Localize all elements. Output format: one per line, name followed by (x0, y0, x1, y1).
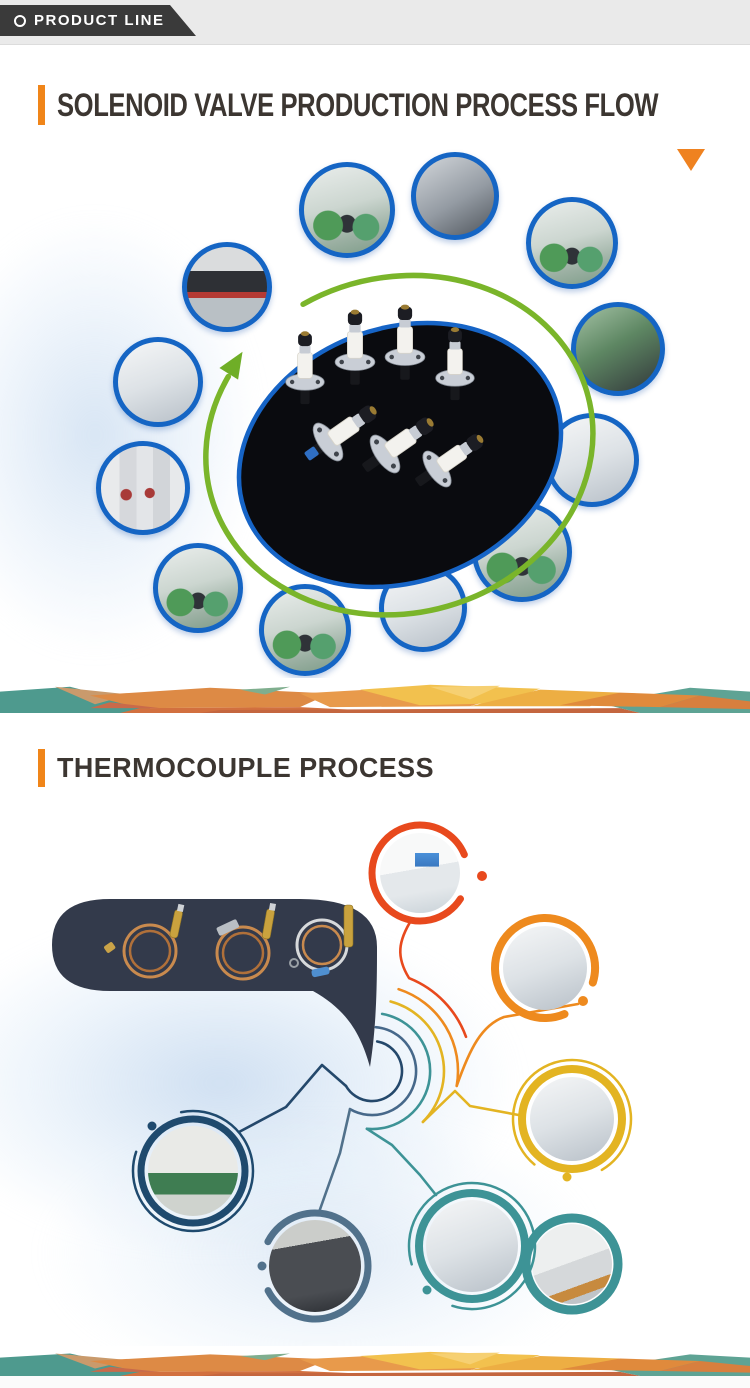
colored-ring-layer (131, 821, 633, 1323)
polygon-divider (0, 1351, 750, 1376)
product-bubble (52, 899, 377, 1067)
ring-end-dot-forming-machine (422, 1285, 432, 1295)
page-footer-space (0, 1376, 750, 1388)
section-title-thermocouple: THERMOCOUPLE PROCESS (38, 749, 450, 787)
polygon-divider (0, 684, 750, 713)
process-photo-aging-test-racks (96, 441, 190, 535)
triangle-down-icon (677, 149, 705, 171)
process-photo-forming-machine (426, 1200, 518, 1292)
process-photo-workbench-feeder (153, 543, 243, 633)
circle-bullet-icon (14, 14, 26, 27)
ring-end-dot-bowl-feeder-rack (562, 1172, 572, 1182)
process-photo-bowl-feeder-assembly (299, 162, 395, 258)
process-photo-machining-station (571, 302, 665, 396)
process-photo-control-cabinet-line (379, 564, 467, 652)
watercolor-texture (0, 913, 520, 1253)
section-title-solenoid: SOLENOID VALVE PRODUCTION PROCESS FLOW (38, 85, 750, 125)
process-photo-assembly-machine-closeup (411, 152, 499, 240)
thermocouple-coil-1 (104, 903, 185, 979)
ring-end-dot-resistance-test-bench (147, 1121, 157, 1131)
process-photo-bowl-feeder-rack (530, 1077, 614, 1161)
process-photo-conveyor-line (545, 413, 639, 507)
orange-accent-bar (38, 749, 45, 787)
solenoid-valves-group (285, 304, 495, 501)
process-photo-resistance-test-bench (148, 1126, 238, 1216)
green-arrowhead-icon (219, 351, 243, 380)
hub-arcs (344, 977, 468, 1131)
ring-end-dot-wire-cutting-machine (477, 871, 487, 881)
process-photo-wire-cutting-machine (380, 833, 460, 913)
thermocouple-coil-3 (289, 904, 354, 978)
header-label: PRODUCT LINE (34, 12, 165, 29)
process-photo-feeder-machines (259, 584, 351, 676)
process-photo-laser-welding-machine (269, 1220, 361, 1312)
process-photo-bowl-feeder-station (472, 502, 572, 602)
ring-end-dot-laser-welding-machine (257, 1261, 267, 1271)
ring-end-dot-workshop-machine (578, 996, 588, 1006)
top-strip: PRODUCT LINE (0, 0, 750, 45)
process-photo-workshop-machine (503, 926, 587, 1010)
section-solenoid-process: SOLENOID VALVE PRODUCTION PROCESS FLOW (0, 45, 750, 678)
section-thermocouple-process: THERMOCOUPLE PROCESS (0, 713, 750, 1346)
thermocouple-flow-graphic (52, 899, 580, 1217)
process-photo-coiling-station (532, 1224, 612, 1304)
process-photo-sealing-machine-panel (182, 242, 272, 332)
thermocouple-coil-2 (215, 902, 277, 981)
orange-accent-bar (38, 85, 45, 125)
header-banner: PRODUCT LINE (0, 5, 196, 36)
process-photo-cleanroom-equipment (113, 337, 203, 427)
process-photo-assembly-line-station (526, 197, 618, 289)
